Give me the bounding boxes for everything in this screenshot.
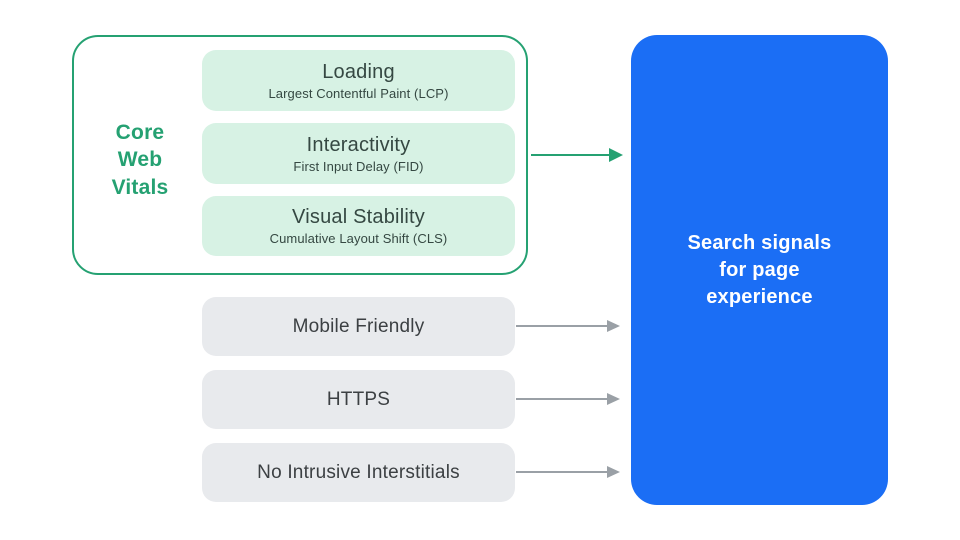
card-https-label: HTTPS <box>326 388 391 410</box>
arrow-core-web-vitals <box>531 148 623 162</box>
card-loading-subtitle: Largest Contentful Paint (LCP) <box>268 85 449 101</box>
card-https: HTTPS <box>202 370 515 429</box>
search-signals-box: Search signals for page experience <box>631 35 888 505</box>
card-loading: Loading Largest Contentful Paint (LCP) <box>202 50 515 111</box>
card-visual-stability-title: Visual Stability <box>292 206 425 228</box>
arrow-head-icon <box>609 148 623 162</box>
arrow-shaft <box>531 154 609 156</box>
card-visual-stability-subtitle: Cumulative Layout Shift (CLS) <box>269 231 448 246</box>
arrow-no-intrusive-interstitials <box>516 466 620 478</box>
arrow-head-icon <box>607 393 620 405</box>
card-no-intrusive-interstitials-label: No Intrusive Interstitials <box>257 461 460 483</box>
card-interactivity-subtitle: First Input Delay (FID) <box>293 158 424 174</box>
card-mobile-friendly: Mobile Friendly <box>202 297 515 356</box>
arrow-head-icon <box>607 320 620 332</box>
arrow-shaft <box>516 471 607 473</box>
core-web-vitals-label: Core Web Vitals <box>111 121 169 199</box>
card-interactivity-title: Interactivity <box>306 133 411 156</box>
card-mobile-friendly-label: Mobile Friendly <box>292 315 425 337</box>
arrow-mobile-friendly <box>516 320 620 332</box>
arrow-head-icon <box>607 466 620 478</box>
card-loading-title: Loading <box>322 60 395 83</box>
search-signals-label: Search signals for page experience <box>687 231 832 308</box>
card-visual-stability: Visual Stability Cumulative Layout Shift… <box>202 196 515 256</box>
card-interactivity: Interactivity First Input Delay (FID) <box>202 123 515 184</box>
card-no-intrusive-interstitials: No Intrusive Interstitials <box>202 443 515 502</box>
arrow-shaft <box>516 398 607 400</box>
arrow-shaft <box>516 325 607 327</box>
arrow-https <box>516 393 620 405</box>
